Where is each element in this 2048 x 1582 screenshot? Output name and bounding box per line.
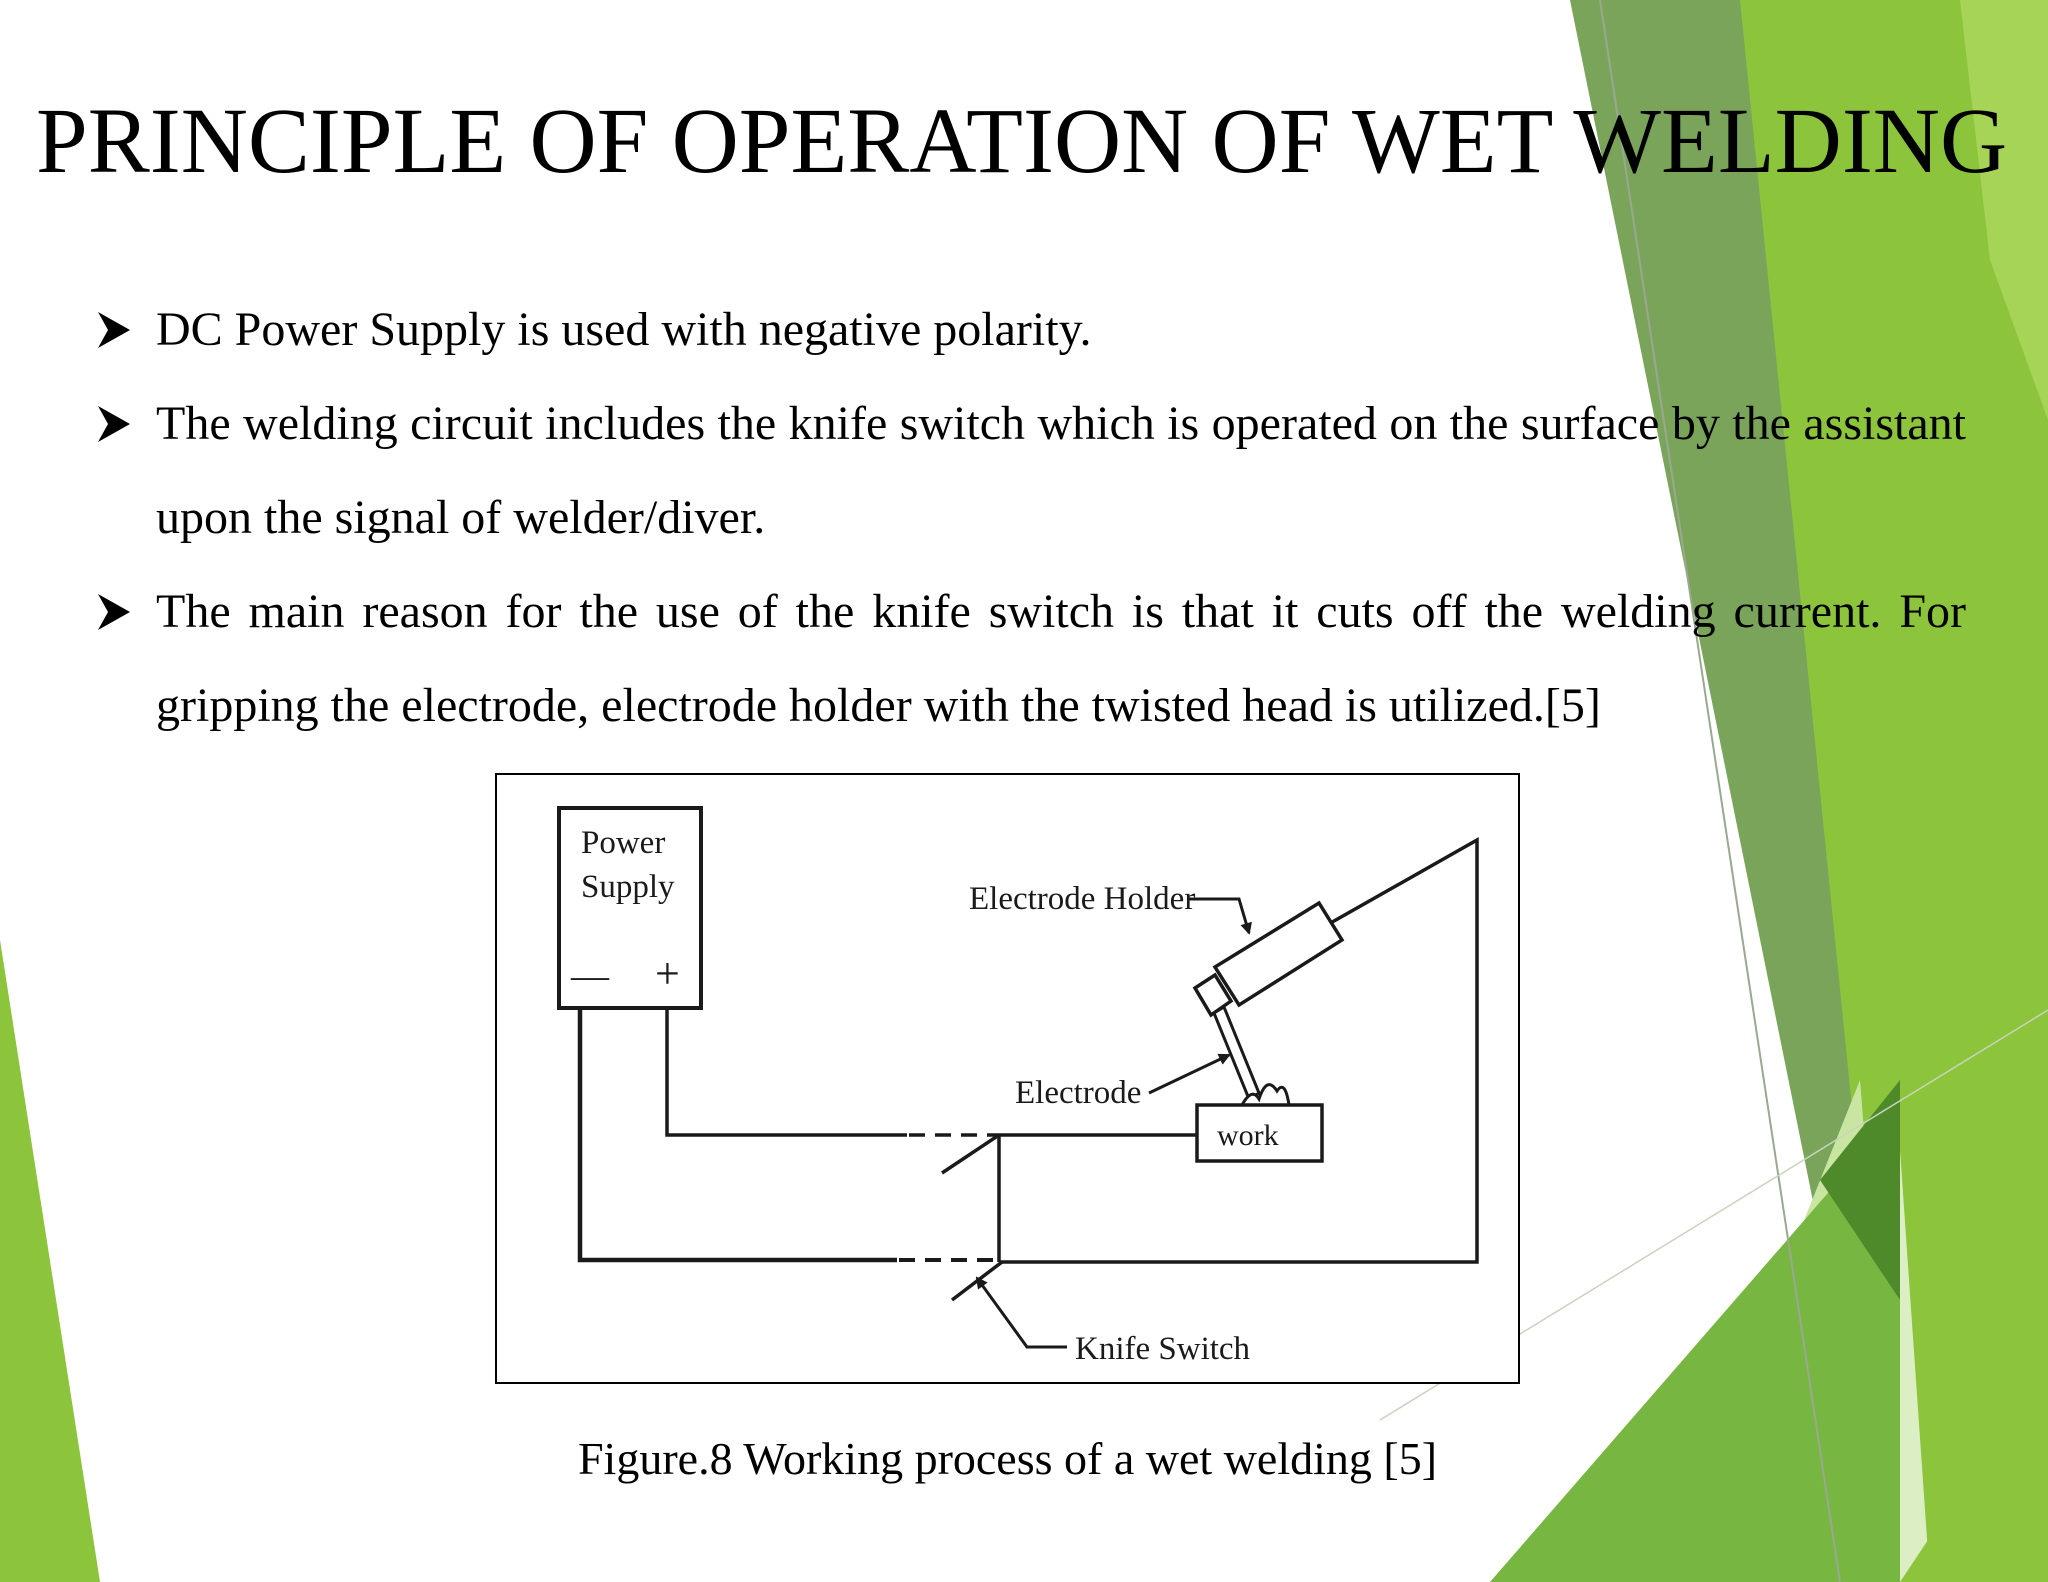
power-supply-label-line2: Supply xyxy=(581,869,675,905)
weld-pool xyxy=(1239,1083,1291,1107)
bullet-item: DC Power Supply is used with negative po… xyxy=(96,283,1966,377)
arrowhead-bullet-icon xyxy=(98,312,130,348)
negative-lead-wire xyxy=(577,1008,897,1263)
bullet-item: The welding circuit includes the knife s… xyxy=(96,377,1966,565)
electrode-holder-arrow xyxy=(1189,897,1252,935)
electrode-holder-label: Electrode Holder xyxy=(969,881,1195,917)
electrode-label: Electrode xyxy=(1015,1075,1141,1111)
figure-caption: Figure.8 Working process of a wet weldin… xyxy=(577,1433,1438,1484)
bullet-text: DC Power Supply is used with negative po… xyxy=(156,303,1092,356)
positive-lead-wire xyxy=(665,1008,907,1137)
bullet-text: The main reason for the use of the knife… xyxy=(156,585,1966,732)
wet-welding-circuit-diagram: Power Supply — + work Electrode Holder E… xyxy=(495,773,1520,1384)
bullet-item: The main reason for the use of the knife… xyxy=(96,565,1966,753)
power-supply-label-line1: Power xyxy=(581,825,665,861)
slide-title: PRINCIPLE OF OPERATION OF WET WELDING xyxy=(36,90,2008,193)
electrode-rod xyxy=(1212,1004,1261,1102)
holder-lead-wire xyxy=(999,836,1479,1264)
green-facet-main xyxy=(1740,0,2048,1582)
knife-switch-arrow xyxy=(975,1276,1067,1349)
electrode-arrow xyxy=(1148,1053,1231,1095)
bullet-text: The welding circuit includes the knife s… xyxy=(156,397,1966,544)
thin-facet-line xyxy=(1599,0,1841,1582)
plus-terminal-symbol: + xyxy=(655,949,680,998)
green-facet-bottom xyxy=(1490,1110,1900,1582)
arrowhead-bullet-icon xyxy=(98,594,130,630)
knife-switch-label: Knife Switch xyxy=(1075,1331,1251,1367)
green-facet-bottom-right xyxy=(1900,1360,2048,1582)
arrowhead-bullet-icon xyxy=(98,406,130,442)
minus-terminal-symbol: — xyxy=(570,955,610,997)
work-label: work xyxy=(1217,1119,1279,1152)
work-piece-box xyxy=(1195,1103,1324,1163)
upper-switch-blade xyxy=(941,1133,1000,1175)
electrode-holder-head xyxy=(1192,972,1234,1018)
lower-switch-blade xyxy=(950,1260,1004,1302)
electrode-holder-body xyxy=(1212,900,1345,1008)
green-facet-bright xyxy=(1960,0,2048,420)
green-facet-deep xyxy=(1820,1080,1900,1300)
circuit-svg: Power Supply — + work Electrode Holder E… xyxy=(557,806,1479,1367)
bullet-list: DC Power Supply is used with negative po… xyxy=(96,283,1966,753)
power-supply-box xyxy=(557,806,703,1010)
left-green-wedge xyxy=(0,940,100,1582)
